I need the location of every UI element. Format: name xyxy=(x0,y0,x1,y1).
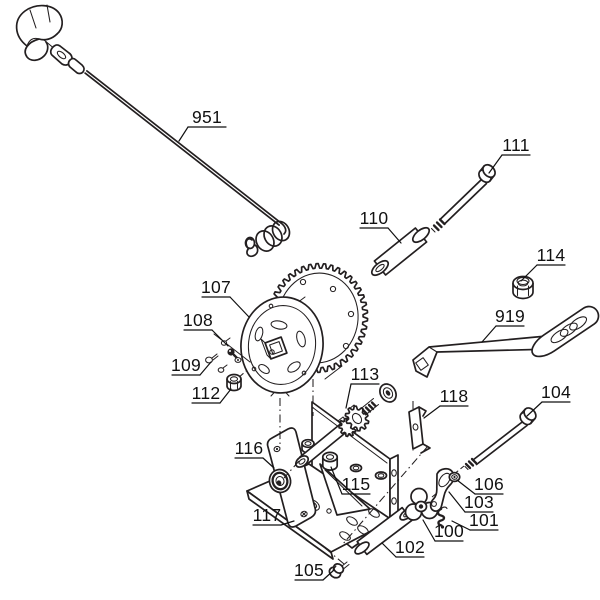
part-label-103: 103 xyxy=(464,492,494,512)
leader-line-111-to-long-hex-bolt xyxy=(488,154,503,174)
part-label-110: 110 xyxy=(360,208,389,228)
part-label-105: 105 xyxy=(294,560,324,580)
pawl-spring xyxy=(436,506,448,529)
leader-line-108-to-screw-and-spring-set xyxy=(211,329,229,347)
flange-washer xyxy=(349,463,388,480)
leader-line-110-to-spacer-tube xyxy=(387,227,402,244)
side-plate-bushing xyxy=(266,427,317,528)
cable-hook-assembly xyxy=(15,4,291,258)
part-label-951: 951 xyxy=(192,107,222,127)
leader-line-102-to-roller-shaft xyxy=(381,542,397,558)
star-knob xyxy=(404,487,439,521)
leader-line-100-to-star-knob xyxy=(422,519,436,542)
flange-nut-boss xyxy=(321,451,339,471)
part-label-111: 111 xyxy=(502,135,530,155)
flange-bolt xyxy=(328,561,350,579)
leader-line-951-to-cable-hook-assembly xyxy=(178,126,189,142)
flange-nut xyxy=(226,373,242,392)
part-label-115: 115 xyxy=(342,474,371,494)
leader-line-114-to-lock-nut xyxy=(520,264,538,282)
leader-line-104-to-hex-bolt xyxy=(526,401,543,417)
part-label-114: 114 xyxy=(537,245,566,265)
part-label-100: 100 xyxy=(434,521,464,541)
part-label-112: 112 xyxy=(192,383,221,403)
gear-drum xyxy=(240,262,369,394)
long-hex-bolt xyxy=(430,163,496,233)
crank-handle xyxy=(412,305,600,378)
part-label-101: 101 xyxy=(469,510,499,530)
leader-line-109-to-small-bolt xyxy=(199,361,212,376)
leader-line-105-to-flange-bolt xyxy=(322,569,335,581)
small-bolt xyxy=(205,353,228,373)
leader-line-106-to-pawl-screw-washer xyxy=(456,479,476,495)
leader-line-118-to-mounting-bracket xyxy=(423,405,441,419)
part-label-116: 116 xyxy=(235,438,264,458)
part-label-117: 117 xyxy=(253,505,282,525)
spacer-tube xyxy=(370,226,431,277)
part-label-919: 919 xyxy=(495,306,525,326)
leader-line-101-to-pawl-spring xyxy=(451,520,471,531)
screw-and-spring-set xyxy=(213,333,251,363)
leader-line-103-to-ratchet-pawl xyxy=(448,491,466,513)
part-label-102: 102 xyxy=(395,537,425,557)
part-label-118: 118 xyxy=(440,386,469,406)
part-label-104: 104 xyxy=(541,382,571,402)
leader-line-117-to-frame-bracket xyxy=(280,520,295,526)
leader-line-919-to-crank-handle xyxy=(481,325,497,343)
part-label-106: 106 xyxy=(474,474,504,494)
part-labels: 951 111 110 114 919 107 108 109 112 113 118 104 116 1… xyxy=(171,107,571,581)
leader-line-112-to-flange-nut xyxy=(219,388,232,404)
part-label-108: 108 xyxy=(183,310,213,330)
part-label-113: 113 xyxy=(351,364,380,384)
mounting-bracket xyxy=(408,406,431,454)
part-label-109: 109 xyxy=(171,355,201,375)
pawl-screw-washer xyxy=(448,471,461,483)
leader-line-116-to-side-plate-bushing xyxy=(262,457,275,469)
leader-line-107-to-gear-drum xyxy=(229,296,250,318)
part-label-107: 107 xyxy=(201,277,231,297)
drive-shaft-gear xyxy=(294,383,397,468)
lock-nut xyxy=(512,275,534,300)
ratchet-pawl xyxy=(429,468,455,512)
leader-line-115-to-flange-nut-boss xyxy=(330,466,343,495)
leader-line-113-to-drive-shaft-gear xyxy=(345,383,352,409)
